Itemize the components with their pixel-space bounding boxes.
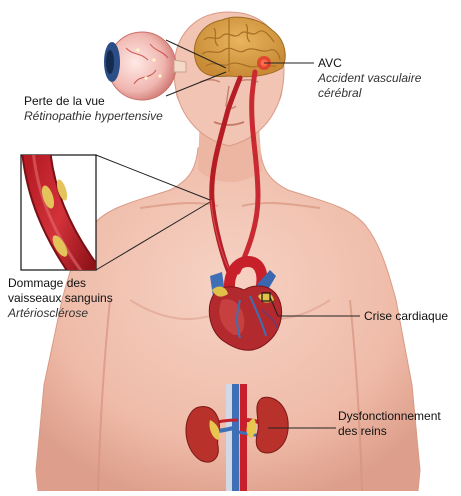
eye-icon [104, 32, 186, 100]
label-stroke-line2: cérébral [318, 86, 421, 101]
brain-icon [194, 17, 285, 76]
label-vision-title: Perte de la vue [24, 94, 163, 109]
label-kidney: Dysfonctionnement des reins [338, 409, 441, 439]
label-vessels: Dommage des vaisseaux sanguins Artériosc… [8, 276, 113, 321]
label-kidney-line2: des reins [338, 424, 441, 439]
vessel-inset [21, 150, 96, 276]
label-vessels-line1: Dommage des [8, 276, 113, 291]
label-heart: Crise cardiaque [364, 309, 448, 324]
label-stroke: AVC Accident vasculaire cérébral [318, 56, 421, 101]
label-vision: Perte de la vue Rétinopathie hypertensiv… [24, 94, 163, 124]
label-stroke-line1: Accident vasculaire [318, 71, 421, 86]
label-vessels-subtitle: Artériosclérose [8, 306, 113, 321]
label-kidney-line1: Dysfonctionnement [338, 409, 441, 424]
label-vision-subtitle: Rétinopathie hypertensive [24, 109, 163, 124]
label-vessels-line2: vaisseaux sanguins [8, 291, 113, 306]
label-stroke-title: AVC [318, 56, 421, 71]
label-heart-title: Crise cardiaque [364, 309, 448, 324]
